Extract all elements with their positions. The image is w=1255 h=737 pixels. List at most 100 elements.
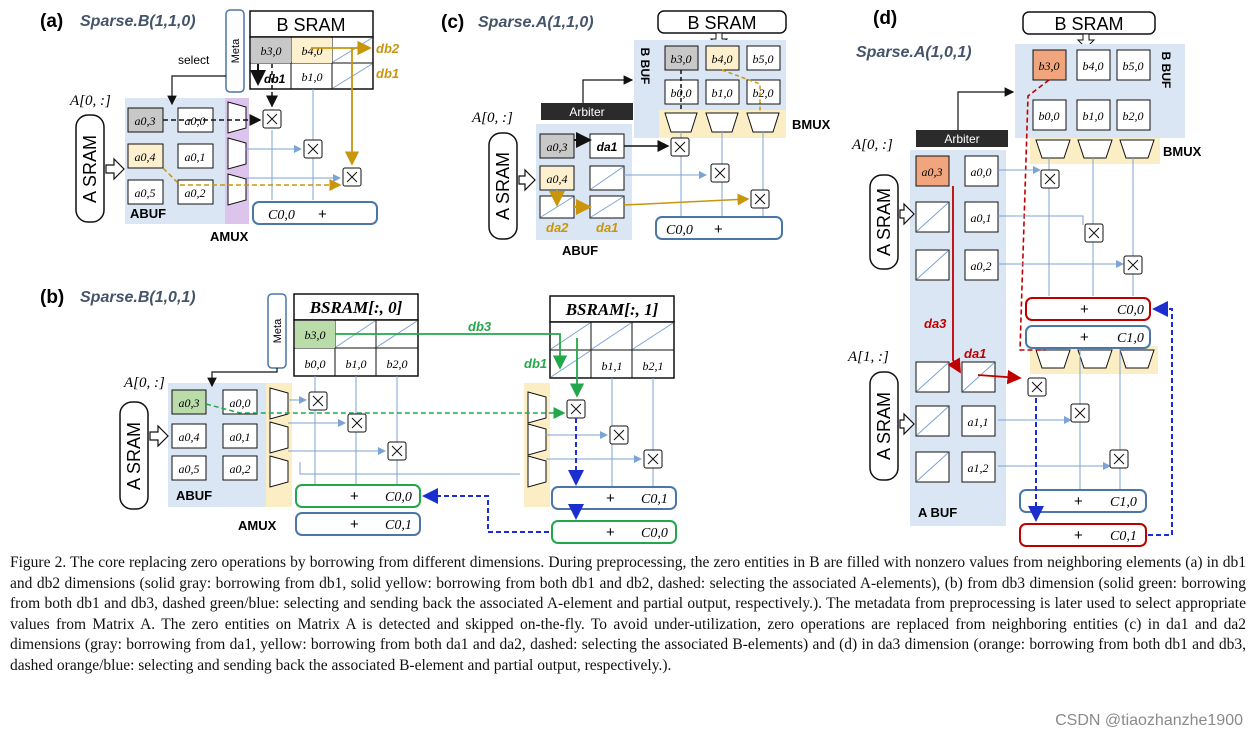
arbiter-block [541,103,633,120]
svg-text:b3,0: b3,0 [261,44,282,58]
svg-text:+: + [318,206,327,223]
multiplier-icon [1123,255,1143,275]
svg-text:b0,0: b0,0 [305,357,326,371]
arbiter-to-bbuf-arrow [957,87,1015,130]
db3-label: db3 [468,319,492,334]
svg-text:a0,0: a0,0 [230,396,251,410]
svg-text:b1,0: b1,0 [346,357,367,371]
output-c00-right [551,520,677,544]
a-sram-block-1 [869,371,899,481]
bmux-unit [746,112,780,133]
abuf-label: ABUF [176,488,212,503]
zero-slash [632,322,674,350]
multiplier-icon [750,189,770,209]
arbiter-block [916,130,1008,147]
svg-text:b4,0: b4,0 [302,44,323,58]
svg-text:+: + [350,488,359,505]
zero-slash [550,322,591,350]
da3-label: da3 [924,316,947,331]
a-row-label: A[0, :] [471,110,513,126]
svg-text:a0,5: a0,5 [179,462,200,476]
svg-text:a0,1: a0,1 [971,211,992,225]
svg-text:a0,4: a0,4 [135,150,156,164]
bmux-unit [1035,139,1071,159]
svg-text:b5,0: b5,0 [1123,59,1144,73]
a-buf-label: A BUF [918,505,957,520]
output-c00 [1025,297,1151,321]
svg-text:a0,1: a0,1 [185,150,206,164]
svg-text:b0,0: b0,0 [1039,109,1060,123]
multiplier-icon [1040,169,1060,189]
multiplier-icon [387,441,407,461]
svg-text:a1,2: a1,2 [968,461,989,475]
svg-text:b2,0: b2,0 [753,86,774,100]
a-cell-a03 [915,155,950,187]
multiplier-icon [1109,449,1129,469]
a-cell-a05 [127,179,164,205]
a03-select-arrow [205,403,566,419]
panel-b-title: Sparse.B(1,0,1) [80,289,196,306]
output-c10 [1025,325,1151,349]
a-sram-arrow-icon [105,157,125,181]
a-cell-a01 [177,143,214,169]
bmux-label: BMUX [1163,144,1202,159]
amux-label: AMUX [238,518,277,533]
svg-text:C0,1: C0,1 [1110,529,1137,544]
svg-text:C0,0: C0,0 [268,208,295,223]
zero-slash [550,350,591,378]
zero-slash [962,362,995,392]
panel-a-tag: (a) [40,11,63,32]
svg-text:a0,4: a0,4 [547,172,568,186]
b-sram-header [249,10,374,38]
multiplier-icon [566,399,586,419]
da1-arrow [977,369,1022,385]
svg-text:+: + [1080,301,1089,318]
b-cell-b30 [1032,49,1067,81]
svg-text:+: + [1074,493,1083,510]
figure-caption: Figure 2. The core replacing zero operat… [10,554,1246,674]
svg-text:+: + [606,490,615,507]
panel-d: (d) Sparse.A(1,0,1) B SRAM B BUF b3,0 b4… [847,8,1202,547]
partial-sum-return-arrow [422,488,549,533]
svg-text:b1,1: b1,1 [602,359,623,373]
b-cell-b40 [292,38,332,63]
svg-text:b2,1: b2,1 [643,359,664,373]
svg-text:a0,3: a0,3 [179,396,200,410]
db1-label: db1 [264,72,286,86]
svg-text:a0,2: a0,2 [185,186,206,200]
db3-arrow [335,333,568,370]
zero-slash [590,166,624,190]
svg-text:a0,0: a0,0 [185,114,206,128]
amux-unit [227,101,247,134]
bmux-unit [1077,139,1113,159]
a-cell-a03 [539,133,575,159]
zero-slash [916,406,949,436]
db1-label-yellow: db1 [376,66,399,81]
svg-text:b5,0: b5,0 [753,52,774,66]
output-c10-lower [1019,489,1147,513]
a-sram-block [119,401,149,510]
svg-text:+: + [1080,329,1089,346]
watermark: CSDN @tiaozhanzhe1900 [1055,712,1243,729]
da2-label: da2 [546,220,569,235]
output-c00 [252,201,378,225]
svg-text:b2,0: b2,0 [387,357,408,371]
svg-text:Meta: Meta [272,318,284,343]
panel-a: (a) Sparse.B(1,1,0) A SRAM A[0, :] a0,3 … [40,9,400,244]
svg-text:b3,0: b3,0 [671,52,692,66]
multiplier-icon [609,425,629,445]
a-sram-block-0 [869,174,899,270]
a-cell-a04 [539,165,575,191]
panel-d-title: Sparse.A(1,0,1) [856,44,972,61]
panel-b-tag: (b) [40,287,64,308]
svg-text:C0,1: C0,1 [641,492,668,507]
amux-label: AMUX [210,229,249,244]
panel-c-title: Sparse.A(1,1,0) [478,14,594,31]
a-sram-arrow-icon [518,168,536,192]
svg-text:b3,0: b3,0 [305,328,326,342]
svg-text:Arbiter: Arbiter [569,105,604,119]
bmux-unit [1119,139,1155,159]
da1-label: da1 [964,346,986,361]
b-buf-label: B BUF [1159,52,1173,89]
multiplier-icon [1070,403,1090,423]
